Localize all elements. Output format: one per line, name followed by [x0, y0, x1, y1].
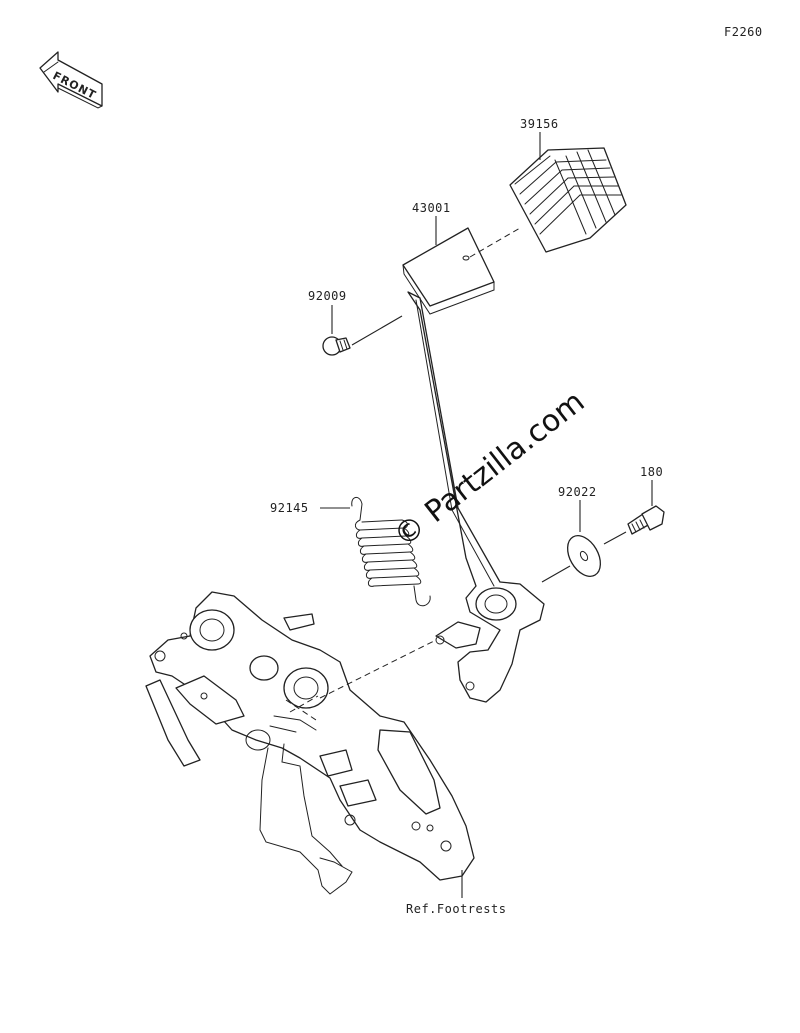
cap-nut-to-arm-line [351, 315, 403, 346]
callout-92145: 92145 [270, 501, 309, 515]
spring-axis-line [289, 695, 319, 713]
figure-code: F2260 [724, 25, 763, 39]
washer [566, 535, 602, 577]
brake-pedal-arm [407, 291, 545, 703]
callout-39156: 39156 [520, 117, 559, 131]
return-spring [351, 497, 431, 607]
front-arrow-icon: FRONT [39, 51, 103, 109]
bolt [627, 505, 665, 535]
bolt-to-washer-line [603, 531, 627, 545]
pivot-axis-line [319, 639, 437, 699]
brake-pedal-pad [509, 147, 627, 253]
footrest-bracket [145, 591, 475, 895]
washer-to-arm-line [541, 565, 571, 583]
watermark: © Partzilla.com [387, 384, 591, 554]
callout-92022: 92022 [558, 485, 597, 499]
callout-ref-footrests: Ref.Footrests [406, 902, 506, 916]
pedal-plate [402, 227, 495, 315]
cap-nut [322, 336, 351, 356]
callout-43001: 43001 [412, 201, 451, 215]
callout-92009: 92009 [308, 289, 347, 303]
callout-180: 180 [640, 465, 663, 479]
